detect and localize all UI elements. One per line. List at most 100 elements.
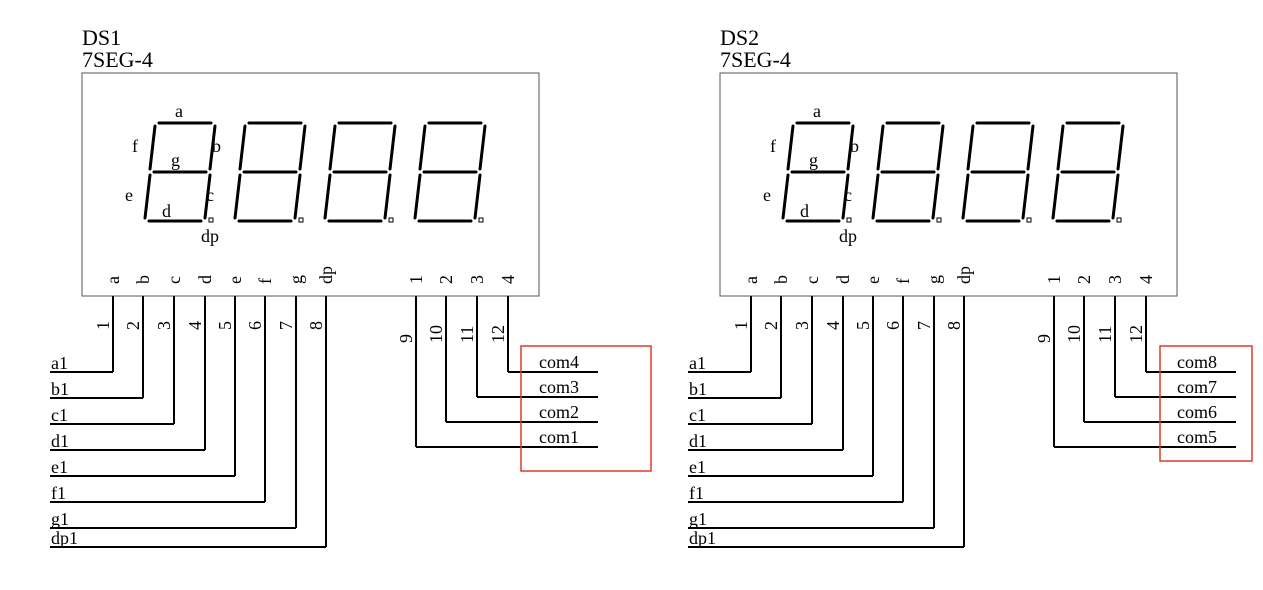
digit-pin-number: 12 xyxy=(488,325,508,343)
segment-label-e: e xyxy=(763,185,771,205)
pin-name: b xyxy=(133,275,153,284)
segment-c xyxy=(841,173,850,220)
digit-pin-name: 2 xyxy=(436,275,456,284)
digit-pin-name: 1 xyxy=(406,275,426,284)
component-ref: DS2 xyxy=(720,25,759,50)
segment-f xyxy=(786,124,795,171)
pin-number: 2 xyxy=(761,321,781,330)
net-label-f1: f1 xyxy=(689,483,704,503)
pin-number: 4 xyxy=(823,321,843,330)
segment-label-a: a xyxy=(813,101,821,121)
digit-pin-4: 4 12 xyxy=(488,275,598,373)
segment-label-d: d xyxy=(162,201,171,221)
pin-name: d xyxy=(833,275,853,284)
net-label-a1: a1 xyxy=(51,353,68,373)
component-part: 7SEG-4 xyxy=(82,47,153,72)
digit-pin-2: 2 10 xyxy=(426,275,598,423)
component-part: 7SEG-4 xyxy=(720,47,791,72)
com-highlight-box xyxy=(1159,345,1253,462)
net-label-b1: b1 xyxy=(51,379,69,399)
segment-label-b: b xyxy=(212,136,221,156)
net-label-d1: d1 xyxy=(689,431,707,451)
net-label-e1: e1 xyxy=(689,457,706,477)
pin-name: d xyxy=(195,275,215,284)
segment-f xyxy=(148,124,157,171)
pin-b: b 2 b1 xyxy=(50,275,153,399)
pin-number: 5 xyxy=(215,321,235,330)
digit-pin-number: 11 xyxy=(1095,326,1115,343)
segment-e xyxy=(233,173,242,220)
segment-label-a: a xyxy=(175,101,183,121)
pin-number: 1 xyxy=(93,321,113,330)
digit-pin-name: 1 xyxy=(1044,275,1064,284)
segment-label-f: f xyxy=(770,136,776,156)
pin-number: 7 xyxy=(276,321,296,330)
segment-c xyxy=(293,173,302,220)
pin-name: c xyxy=(164,276,184,284)
net-label-a1: a1 xyxy=(689,353,706,373)
digit-pin-number: 12 xyxy=(1126,325,1146,343)
segment-b xyxy=(936,124,945,171)
pin-number: 1 xyxy=(731,321,751,330)
segment-c xyxy=(203,173,212,220)
digit-pin-number: 10 xyxy=(426,325,446,343)
digit-2 xyxy=(233,121,307,223)
net-label-com2: com2 xyxy=(539,402,579,422)
decimal-point xyxy=(846,217,852,223)
net-label-g1: g1 xyxy=(689,509,707,529)
decimal-point xyxy=(208,217,214,223)
segment-b xyxy=(1026,124,1035,171)
pin-number: 7 xyxy=(914,321,934,330)
pin-number: 3 xyxy=(154,321,174,330)
display-ds1: DS17SEG-4abcdefgdpa1a1b2b1c3c1d4d1e5e1f6… xyxy=(50,25,652,548)
pin-number: 2 xyxy=(123,321,143,330)
segment-b xyxy=(208,124,217,171)
segment-c xyxy=(931,173,940,220)
segment-e xyxy=(323,173,332,220)
display-body xyxy=(81,72,540,297)
digit-pin-number: 9 xyxy=(1034,334,1054,343)
pin-number: 5 xyxy=(853,321,873,330)
pin-name: c xyxy=(802,276,822,284)
pin-name: a xyxy=(741,276,761,284)
segment-label-e: e xyxy=(125,185,133,205)
decimal-point xyxy=(1116,217,1122,223)
pin-name: a xyxy=(103,276,123,284)
pin-number: 8 xyxy=(944,321,964,330)
net-label-c1: c1 xyxy=(51,405,68,425)
segment-f xyxy=(1056,124,1065,171)
pin-number: 6 xyxy=(245,321,265,330)
segment-label-b: b xyxy=(850,136,859,156)
segment-e xyxy=(961,173,970,220)
digit-pin-1: 19 xyxy=(1034,275,1236,448)
net-label-f1: f1 xyxy=(51,483,66,503)
digit-pin-number: 10 xyxy=(1064,325,1084,343)
decimal-point xyxy=(478,217,484,223)
digit-4 xyxy=(413,121,487,223)
pin-c: c 3 c1 xyxy=(50,276,184,425)
segment-e xyxy=(1051,173,1060,220)
digit-pin-number: 9 xyxy=(396,334,416,343)
display-ds2: DS27SEG-4abcdefgdpa1a1b2b1c3c1d4d1e5e1f6… xyxy=(688,25,1253,548)
decimal-point xyxy=(936,217,942,223)
segment-b xyxy=(1116,124,1125,171)
segment-c xyxy=(383,173,392,220)
segment-f xyxy=(418,124,427,171)
digit-3 xyxy=(323,121,397,223)
segment-c xyxy=(1111,173,1120,220)
segment-label-c: c xyxy=(206,185,214,205)
segment-label-dp: dp xyxy=(839,226,857,246)
segment-b xyxy=(478,124,487,171)
decimal-point xyxy=(1026,217,1032,223)
pin-name: b xyxy=(771,275,791,284)
pin-name: dp xyxy=(954,266,974,284)
digit-pin-name: 4 xyxy=(498,275,518,284)
digit-pin-name: 3 xyxy=(467,275,487,284)
net-label-dp1: dp1 xyxy=(51,528,78,548)
